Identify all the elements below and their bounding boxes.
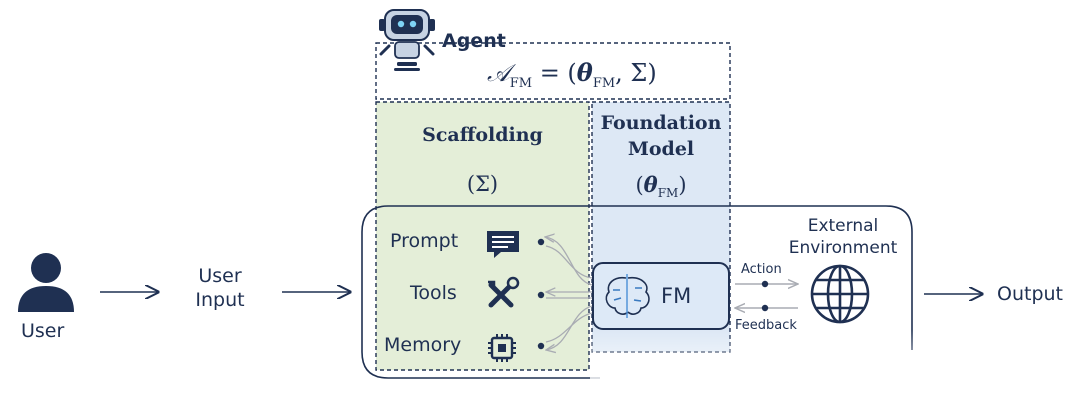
environment-label-line2: Environment	[788, 238, 898, 258]
foundation-title-line1: Foundation	[600, 112, 722, 134]
formula-rest: , Σ)	[615, 59, 657, 87]
user-icon	[18, 253, 74, 312]
fm-symbol-close: )	[678, 173, 687, 197]
formula-theta-subscript: FM	[592, 75, 616, 91]
formula-theta: θ	[576, 58, 593, 87]
robot-icon	[379, 9, 435, 71]
memory-link-return	[545, 312, 593, 343]
fm-label: FM	[661, 284, 692, 308]
brain-icon	[605, 274, 650, 318]
feedback-label: Feedback	[735, 318, 797, 333]
tools-label: Tools	[410, 282, 457, 304]
feedback-dot	[761, 304, 769, 312]
action-label: Action	[741, 262, 782, 277]
foundation-model-title: Foundation Model	[592, 110, 730, 162]
environment-label-line1: External	[807, 216, 879, 236]
output-label: Output	[997, 283, 1063, 305]
memory-dot	[537, 342, 545, 350]
chat-icon	[487, 231, 519, 258]
prompt-dot	[537, 238, 545, 246]
agent-label: Agent	[442, 30, 506, 52]
agent-formula: 𝒜FM = (θFM, Σ)	[487, 58, 657, 91]
fm-symbol-theta: θ	[643, 172, 658, 197]
globe-icon	[810, 264, 870, 324]
formula-equals: = (	[532, 59, 577, 87]
chip-icon	[488, 334, 516, 362]
prompt-link	[545, 237, 593, 286]
formula-a-subscript: FM	[509, 75, 533, 91]
tools-icon	[488, 276, 520, 308]
memory-label: Memory	[384, 334, 462, 356]
prompt-label: Prompt	[390, 230, 459, 252]
environment-label: External Environment	[768, 215, 918, 259]
foundation-model-symbol: (θFM)	[592, 172, 730, 200]
fm-symbol-subscript: FM	[657, 186, 679, 201]
system-box	[361, 205, 913, 379]
foundation-title-line2: Model	[627, 138, 695, 160]
memory-link	[546, 305, 593, 350]
user-label: User	[21, 320, 65, 342]
scaffolding-title: Scaffolding	[422, 124, 543, 146]
fm-symbol-open: (	[635, 173, 644, 197]
prompt-link-return	[545, 245, 593, 279]
formula-script-a: 𝒜	[487, 59, 510, 87]
tools-dot	[537, 291, 545, 299]
user-input-label: User Input	[195, 265, 245, 311]
scaffolding-symbol: (Σ)	[466, 172, 499, 196]
action-dot	[761, 280, 769, 288]
agent-box	[375, 42, 731, 100]
